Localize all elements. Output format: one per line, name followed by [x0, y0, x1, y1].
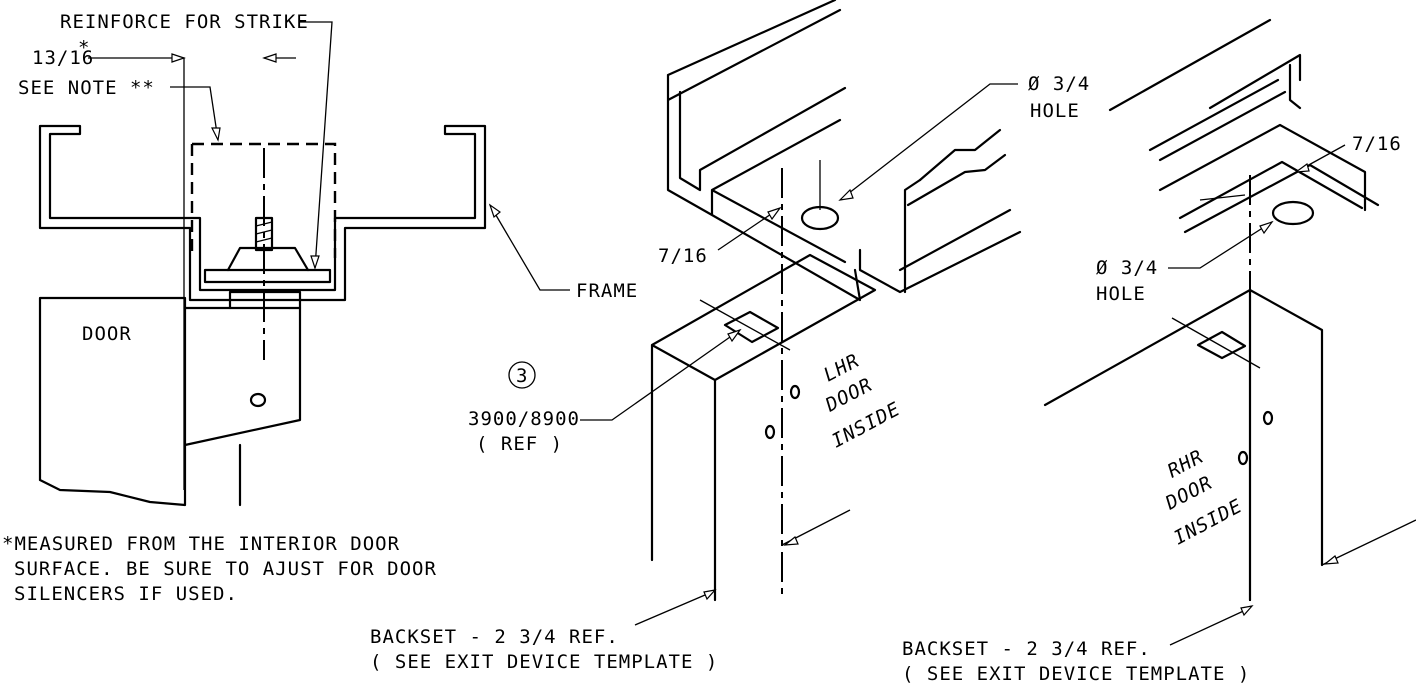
- reinforcement-outline: [190, 142, 337, 258]
- label-backset-right-1: BACKSET - 2 3/4 REF.: [902, 638, 1151, 660]
- label-ref-model: 3900/8900: [468, 408, 580, 430]
- label-7-16-right: 7/16: [1352, 133, 1402, 155]
- label-reinforce: REINFORCE FOR STRIKE: [60, 11, 309, 33]
- frame-profile: [38, 124, 487, 302]
- latch-hole: [249, 392, 267, 408]
- strike-body: [226, 246, 310, 272]
- label-backset-left-1: BACKSET - 2 3/4 REF.: [370, 626, 619, 648]
- lhr-strike-cutout: [723, 310, 780, 344]
- callout-circle: [508, 361, 536, 389]
- label-ref-tag: ( REF ): [476, 433, 563, 455]
- callout-number: 3: [516, 365, 528, 387]
- rhr-strike-cutout: [1196, 330, 1247, 360]
- lhr-iso-view: [580, 0, 1022, 626]
- note-line-2: SURFACE. BE SURE TO AJUST FOR DOOR: [14, 558, 437, 580]
- label-hole-right-2: HOLE: [1096, 283, 1146, 305]
- label-see-note: SEE NOTE **: [18, 77, 155, 99]
- door-section: [38, 296, 187, 507]
- label-frame: FRAME: [576, 280, 638, 302]
- lhr-hole: [800, 205, 840, 231]
- label-door: DOOR: [82, 323, 132, 345]
- section-view: [38, 21, 570, 507]
- label-hole-right-1: Ø 3/4: [1096, 257, 1158, 279]
- note-line-1: *MEASURED FROM THE INTERIOR DOOR: [2, 533, 400, 555]
- rhr-iso-view: [1043, 18, 1416, 646]
- note-line-3: SILENCERS IF USED.: [14, 583, 238, 605]
- label-7-16-left: 7/16: [658, 245, 708, 267]
- label-hole-left-1: Ø 3/4: [1028, 73, 1090, 95]
- strike-plate: [203, 268, 332, 284]
- latch-housing: [183, 306, 302, 447]
- label-rhr-2: DOOR: [1161, 472, 1216, 515]
- label-hole-left-2: HOLE: [1030, 100, 1080, 122]
- lhr-door: [650, 253, 877, 602]
- label-13-16: 13/16: [32, 47, 94, 69]
- rhr-door: [1043, 288, 1324, 602]
- label-backset-left-2: ( SEE EXIT DEVICE TEMPLATE ): [370, 651, 718, 673]
- label-asterisk: *: [78, 37, 90, 59]
- label-backset-right-2: ( SEE EXIT DEVICE TEMPLATE ): [902, 663, 1250, 685]
- rhr-frame: [1108, 18, 1380, 234]
- lhr-frame: [666, 0, 1022, 302]
- rhr-hole: [1271, 200, 1315, 226]
